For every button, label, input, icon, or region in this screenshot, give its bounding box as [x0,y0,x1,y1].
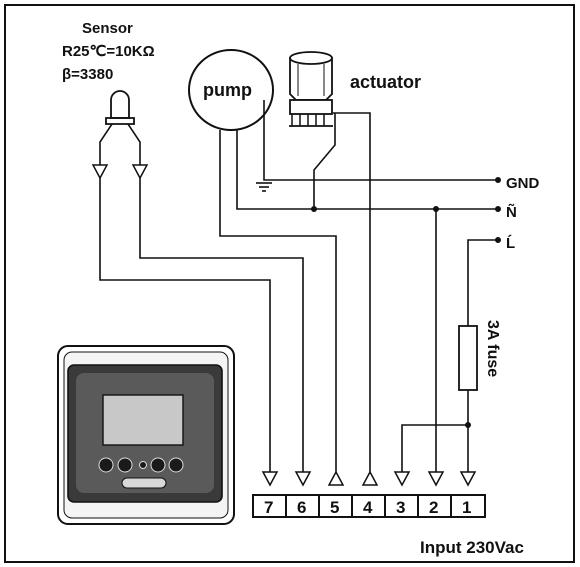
input-voltage-label: Input 230Vac [420,538,524,557]
pump-wire-5 [219,130,337,472]
pump-label: pump [203,80,252,100]
actuator-wire-4 [333,112,371,472]
terminal-3: 3 [396,498,405,517]
thermostat-screen [102,394,184,446]
ground-symbol-icon [256,182,272,192]
thermostat-button-icon [117,457,133,473]
sensor-beta: β=3380 [62,66,113,83]
junction-dot [311,206,317,212]
junction-dot [465,422,471,428]
sensor-wire-7 [99,178,271,472]
pump-circle [188,49,274,131]
fuse-icon [458,325,478,391]
terminal-5: 5 [330,498,339,517]
gnd-terminal-dot [495,177,501,183]
terminal-4: 4 [363,498,373,517]
gnd-label: GND [506,175,540,192]
actuator-label: actuator [350,72,421,92]
neutral-label: Ñ [506,203,517,221]
fuse-label: 3A fuse [484,320,501,377]
sensor-probe-icon [91,90,149,180]
live-wire [467,239,498,326]
frame-border [4,4,575,563]
thermostat-led-icon [139,461,147,469]
sensor-resistance: R25℃=10KΩ [62,43,155,60]
terminal-block [252,494,486,518]
pump-wire-neutral [236,130,498,210]
terminal-1: 1 [462,498,471,517]
terminal-7: 7 [264,498,273,517]
neutral-terminal-dot [495,206,501,212]
thermostat-slot [121,477,167,489]
thermostat-button-icon [98,457,114,473]
live-wire-3 [401,424,468,472]
actuator-icon [289,51,333,127]
terminal-2: 2 [429,498,438,517]
thermostat-button-icon [168,457,184,473]
terminal-6: 6 [297,498,306,517]
actuator-wire-neutral [313,113,336,209]
pump-wire-gnd [263,100,498,181]
terminal-arrows [261,470,477,487]
live-label: Ĺ [506,235,515,252]
sensor-title: Sensor [82,20,133,37]
thermostat-button-icon [150,457,166,473]
sensor-wire-6 [139,178,304,472]
